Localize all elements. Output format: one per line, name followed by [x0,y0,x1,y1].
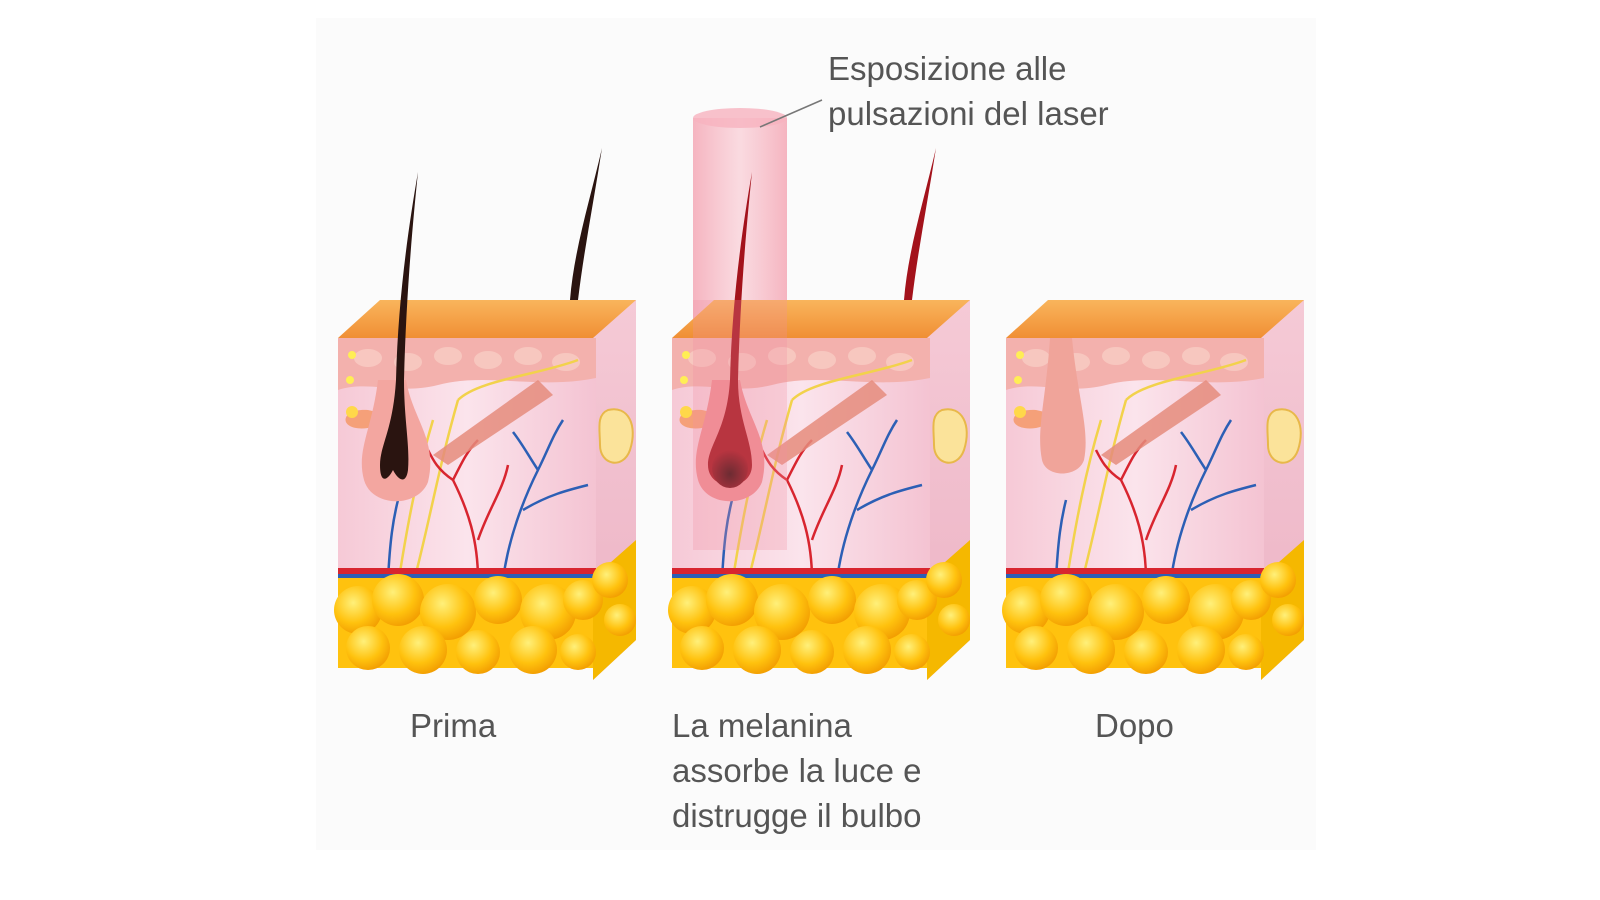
caption-after: Dopo [1095,703,1174,748]
destroyed-bulb [712,448,748,488]
artery-branches [760,439,844,581]
laser-annotation-line-1: Esposizione alle [828,50,1067,87]
burned-hair-shaft [708,172,752,486]
laser-leader-line [759,99,823,128]
vein-branches [386,419,589,581]
caption-during-line-1: La melanina [672,707,852,744]
fat-layer [668,540,970,680]
skin-surface [338,300,636,338]
arrector-muscle [767,380,887,465]
fat-layer [1002,540,1304,680]
skin-block-during [668,148,970,680]
caption-during-line-2: assorbe la luce e [672,752,922,789]
skin-block-after [1002,300,1304,680]
skin-surface [672,300,970,338]
arrector-muscle [433,380,553,465]
skin-surface [1006,300,1304,338]
caption-before-line-1: Prima [410,707,497,744]
second-hair [904,148,936,300]
artery-branches [426,439,510,581]
empty-hair-follicle [1040,338,1086,474]
caption-during-line-3: distrugge il bulbo [672,797,922,834]
laser-beam-overlay [693,300,787,550]
skin-block-before [334,148,636,680]
arrector-muscle [1101,380,1221,465]
nerve [1064,358,1247,586]
caption-after-line-1: Dopo [1095,707,1174,744]
laser-annotation-line-2: pulsazioni del laser [828,95,1109,132]
vein-branches [720,419,923,581]
caption-during: La melanina assorbe la luce e distrugge … [672,703,922,838]
sweat-gland [932,408,968,464]
second-hair [570,148,602,300]
sweat-gland [1266,408,1302,464]
sweat-gland [598,408,634,464]
hair-shaft [380,172,418,480]
laser-annotation: Esposizione alle pulsazioni del laser [828,46,1109,136]
artery-branches [1094,439,1178,581]
vein-branches [1054,419,1257,581]
caption-before: Prima [410,703,496,748]
fat-layer [334,540,636,680]
